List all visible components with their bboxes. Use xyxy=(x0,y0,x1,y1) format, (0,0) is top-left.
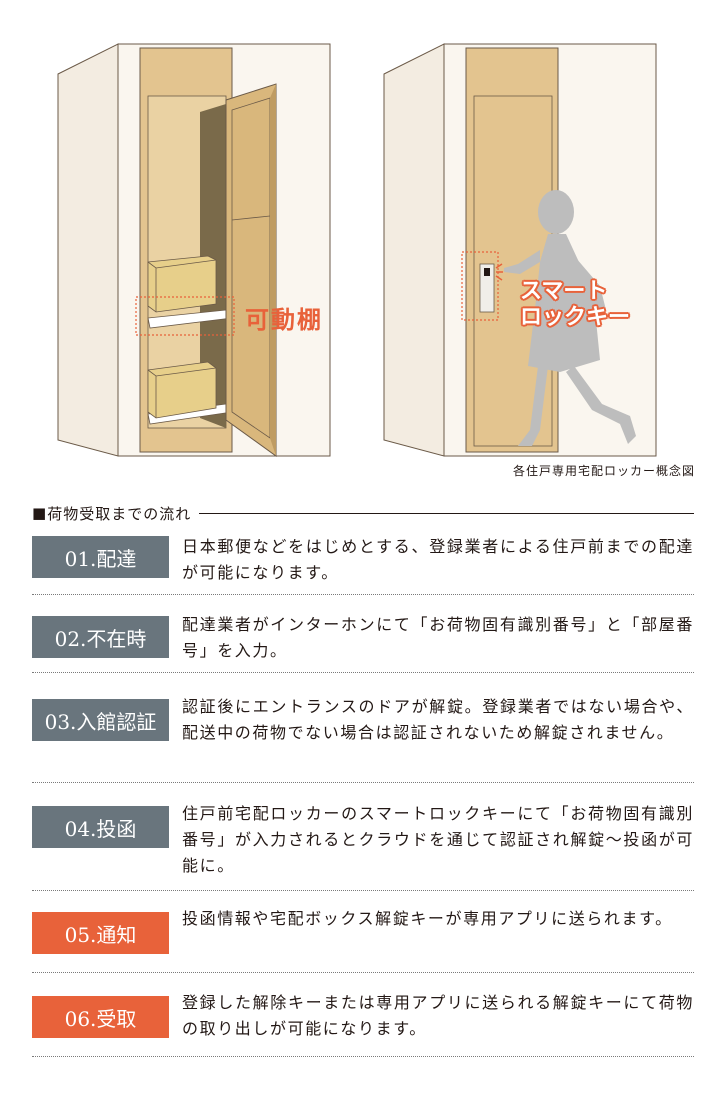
section-title: 荷物受取までの流れ xyxy=(47,504,192,523)
step-description: 登録した解除キーまたは専用アプリに送られる解錠キーにて荷物の取り出しが可能になり… xyxy=(182,993,694,1038)
step-description: 配達業者がインターホンにて「お荷物固有識別番号」と「部屋番号」を入力。 xyxy=(182,615,694,660)
step-description: 認証後にエントランスのドアが解錠。登録業者ではない場合や、配送中の荷物でない場合… xyxy=(182,697,694,742)
step-description: 投函情報や宅配ボックス解錠キーが専用アプリに送られます。 xyxy=(182,909,673,928)
step-description: 日本郵便などをはじめとする、登録業者による住戸前までの配達が可能になります。 xyxy=(182,537,694,582)
step-description: 住戸前宅配ロッカーのスマートロックキーにて「お荷物固有識別番号」が入力されるとク… xyxy=(182,804,694,875)
smart-lock-label-line1: スマート xyxy=(520,278,608,304)
movable-shelf-label: 可動棚 xyxy=(245,305,323,334)
step-badge: 05.通知 xyxy=(32,912,169,954)
step-divider xyxy=(32,972,694,973)
open-locker-drawing xyxy=(57,43,331,457)
section-rule xyxy=(199,512,694,514)
step-divider xyxy=(32,672,694,673)
closed-locker-drawing xyxy=(383,43,657,457)
smart-lock-label-line2: ロックキー xyxy=(520,304,631,330)
step-divider xyxy=(32,1056,694,1057)
step-badge: 06.受取 xyxy=(32,996,169,1038)
step-badge: 03.入館認証 xyxy=(32,699,169,741)
step-divider xyxy=(32,594,694,595)
step-divider xyxy=(32,782,694,783)
locker-illustration xyxy=(57,43,657,457)
section-header: ■ 荷物受取までの流れ xyxy=(32,500,694,526)
step-divider xyxy=(32,890,694,891)
step-badge: 01.配達 xyxy=(32,536,169,578)
illustration-caption: 各住戸専用宅配ロッカー概念図 xyxy=(512,464,695,478)
smart-lock-key-label: スマート ロックキー xyxy=(520,278,630,330)
step-badge: 04.投函 xyxy=(32,806,169,848)
square-bullet-icon: ■ xyxy=(32,504,47,522)
step-badge: 02.不在時 xyxy=(32,616,169,658)
